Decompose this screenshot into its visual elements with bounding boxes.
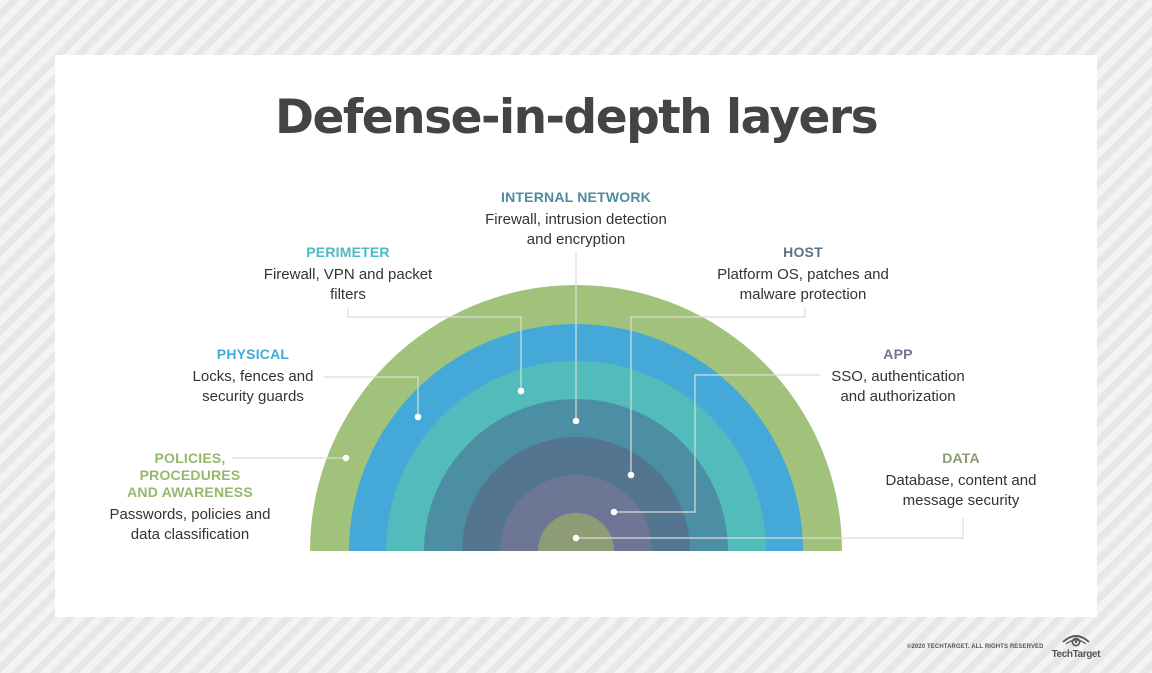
layer-heading: APP	[883, 346, 913, 362]
layer-heading: HOST	[783, 244, 823, 260]
copyright-text: ©2020 TECHTARGET. ALL RIGHTS RESERVED	[906, 643, 1044, 650]
marker-dot-internal-network	[572, 417, 580, 425]
marker-dot-perimeter	[517, 387, 525, 395]
marker-dot-app	[610, 508, 618, 516]
label-internal-network: INTERNAL NETWORK Firewall, intrusion dete…	[426, 189, 726, 249]
marker-dot-data	[572, 534, 580, 542]
logo-wordmark: TechTarget	[1051, 649, 1101, 660]
leader-line-host	[630, 307, 806, 475]
layer-heading: PERIMETER	[306, 244, 390, 260]
ring-app	[500, 475, 652, 551]
diagram-title: Defense-in-depth layers	[274, 90, 879, 145]
leader-line-app	[614, 374, 820, 513]
techtarget-logo: TechTarget	[1052, 633, 1100, 660]
footer: ©2020 TECHTARGET. ALL RIGHTS RESERVED Te…	[907, 633, 1100, 660]
leader-line-data	[576, 518, 964, 539]
eye-icon	[1062, 635, 1090, 647]
marker-dot-physical	[414, 413, 422, 421]
layer-heading: INTERNAL NETWORK	[501, 189, 651, 205]
leader-line-perimeter	[347, 308, 522, 391]
marker-dot-host	[627, 471, 635, 479]
layer-heading: PHYSICAL	[216, 346, 290, 362]
leader-line-physical	[324, 376, 419, 417]
ring-data	[538, 513, 614, 551]
marker-dot-policies-procedures-and-awareness	[342, 454, 350, 462]
layer-heading: DATA	[942, 450, 980, 466]
